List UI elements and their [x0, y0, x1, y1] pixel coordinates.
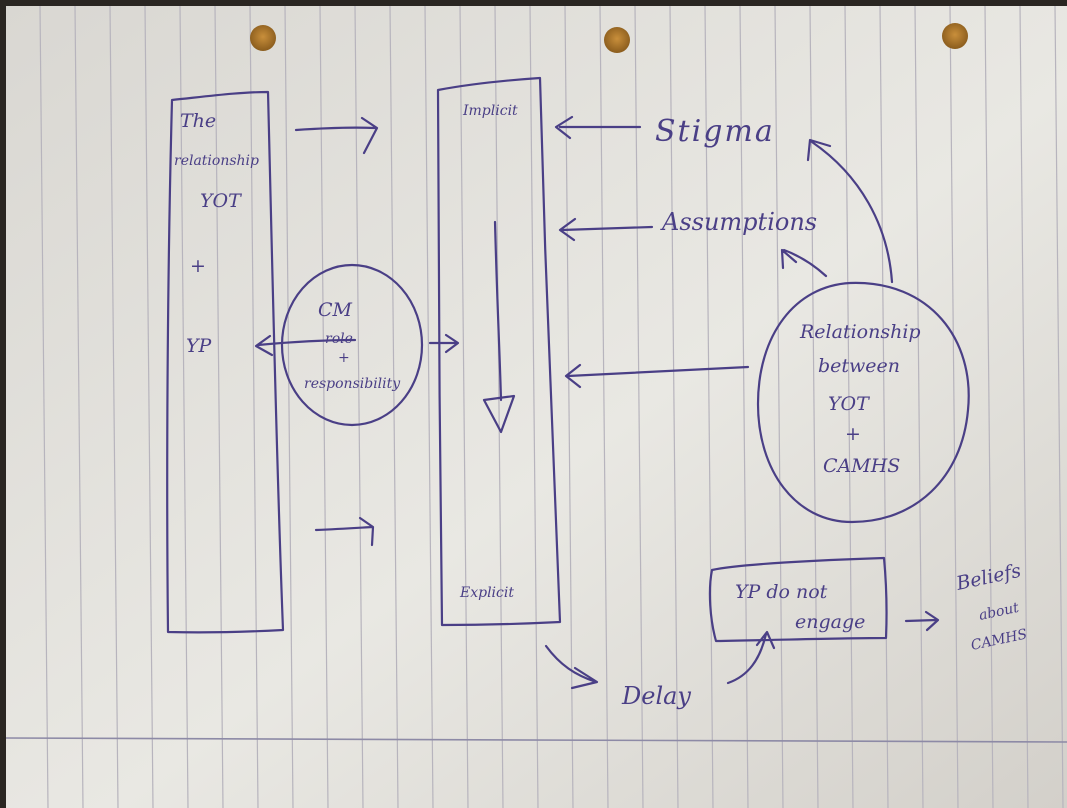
- arrow-top-left-to-middle: [294, 116, 379, 155]
- large-circle: Relationship between YOT + CAMHS: [564, 138, 970, 524]
- arrow-bottom-left-to-middle: [314, 516, 375, 547]
- arrow-circle-to-middle-box: [428, 333, 460, 354]
- punch-hole-middle: [604, 27, 630, 53]
- middle-box-bottom-label: Explicit: [459, 585, 514, 601]
- large-circle-line-3: YOT: [828, 393, 870, 415]
- engage-box-line-2: engage: [795, 611, 865, 633]
- small-circle-line-3: +: [338, 350, 350, 366]
- arrow-circle-to-stigma: [806, 138, 894, 284]
- arrow-stigma-to-middle: [554, 115, 642, 140]
- punch-hole-right: [942, 23, 968, 49]
- ruled-lines: [39, 5, 1064, 808]
- down-arrow-shaft: [493, 220, 503, 402]
- large-circle-line-5: CAMHS: [823, 455, 900, 477]
- left-box-line-3: YOT: [200, 190, 242, 212]
- arrow-circle-to-assumptions: [780, 248, 828, 278]
- small-circle: CM role + responsibility: [254, 263, 460, 427]
- margin-line: [5, 737, 1067, 743]
- large-circle-line-1: Relationship: [799, 321, 921, 343]
- small-circle-line-1: CM: [318, 299, 353, 321]
- arrow-engage-to-beliefs: [904, 610, 940, 632]
- middle-box-top-label: Implicit: [462, 103, 518, 119]
- left-box-line-2: relationship: [174, 153, 259, 169]
- small-circle-line-4: responsibility: [304, 376, 401, 392]
- delay-label: Delay: [621, 682, 691, 710]
- left-box-line-5: YP: [186, 335, 213, 357]
- large-circle-line-2: between: [818, 355, 900, 377]
- arrow-delay-to-engage: [726, 630, 776, 685]
- left-box-line-1: The: [180, 110, 216, 132]
- engage-box: YP do not engage: [708, 556, 888, 643]
- down-arrow-head: [482, 394, 516, 434]
- arrow-circle-to-left-box: [254, 334, 357, 357]
- punch-hole-left: [250, 25, 276, 51]
- middle-box: Implicit Explicit: [436, 76, 562, 627]
- left-box: The relationship YOT + YP: [166, 90, 285, 634]
- small-circle-line-2: role: [325, 331, 353, 347]
- engage-box-line-1: YP do not: [735, 581, 828, 603]
- stigma-label: Stigma: [655, 114, 775, 149]
- arrow-circle-to-middle: [564, 363, 750, 389]
- left-box-line-4: +: [190, 255, 206, 277]
- assumptions-label: Assumptions: [660, 208, 817, 236]
- arrow-assumptions-to-middle: [558, 217, 654, 242]
- large-circle-line-4: +: [845, 423, 861, 445]
- arrow-middle-to-delay: [544, 644, 599, 690]
